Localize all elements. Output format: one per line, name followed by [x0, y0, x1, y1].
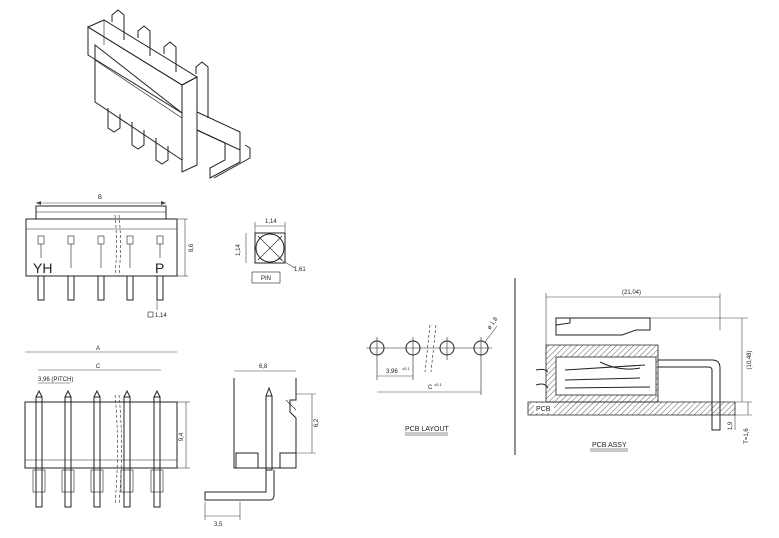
label-pcb-layout: PCB LAYOUT	[405, 426, 450, 433]
side-view: 6,8 6,2 3,5	[204, 364, 320, 528]
dim-6-2: 6,2	[314, 418, 320, 427]
front-view-top: B YH P 8,6 1,14	[25, 195, 195, 319]
dim-sq-1-14: 1,14	[155, 313, 167, 319]
dim-assy-height: (10,48)	[747, 350, 753, 369]
label-pcb: PCB	[536, 406, 551, 413]
dim-layout-pitch-tol: ±0,1	[402, 366, 411, 371]
dim-9-4: 9,4	[179, 432, 185, 441]
dim-layout-pitch: 3,96	[386, 369, 398, 375]
label-p: P	[155, 260, 164, 276]
isometric-view	[86, 9, 251, 179]
dim-layout-c-tol: ±0,1	[434, 382, 443, 387]
label-yh: YH	[33, 260, 52, 276]
pin-detail: 1,14 1,14 1,61 PIN	[236, 219, 306, 284]
dim-assy-t: T=1,6	[744, 428, 750, 444]
front-view-bottom: A C 3,96 (PITCH)	[24, 346, 190, 508]
dim-w-1-14: 1,14	[265, 219, 277, 225]
dim-pitch: 3,96 (PITCH)	[38, 377, 73, 383]
pcb-layout: 3,96 ±0,1 C ±0,1 ø 1,8 PCB LAYOUT	[366, 316, 500, 436]
dim-hole-dia: ø 1,8	[487, 316, 500, 331]
dim-h-1-14: 1,14	[236, 244, 242, 256]
dim-3-5: 3,5	[214, 522, 223, 528]
dim-layout-c: C	[428, 385, 433, 391]
dim-assy-1-9: 1,9	[728, 421, 734, 430]
dim-a: A	[96, 346, 100, 352]
dim-c: C	[96, 364, 101, 370]
dim-8-6: 8,6	[189, 243, 195, 252]
dim-pin-1-61: 1,61	[294, 267, 306, 273]
dim-b: B	[98, 195, 102, 201]
dim-6-8: 6,8	[259, 364, 268, 370]
pcb-assy: (21,04) (10,48) PCB 1,9 T=1,6 PCB ASSY	[527, 290, 753, 452]
label-pcb-assy: PCB ASSY	[592, 442, 627, 449]
dim-assy-width: (21,04)	[622, 290, 641, 296]
label-pin: PIN	[261, 276, 271, 282]
